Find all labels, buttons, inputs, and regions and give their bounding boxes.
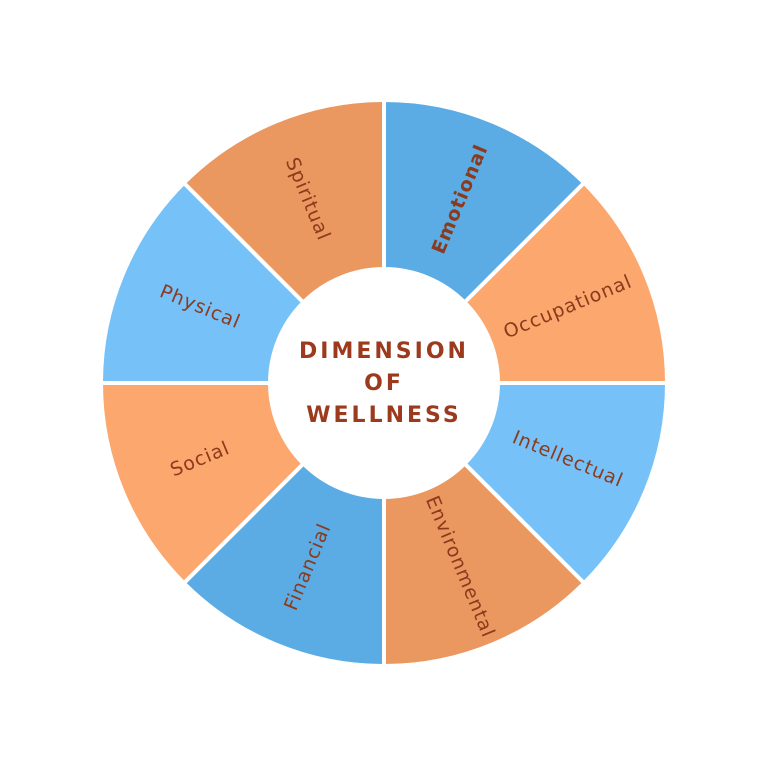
title-line-3: WELLNESS (306, 403, 462, 428)
segment-spiritual (181, 98, 386, 305)
segment-emotional (382, 98, 587, 305)
title-line-2: OF (364, 371, 404, 396)
segment-intellectual (462, 381, 669, 586)
title-line-1: DIMENSION (299, 339, 469, 364)
segment-social (99, 381, 306, 586)
segment-environmental (382, 461, 587, 668)
segment-occupational (462, 180, 669, 385)
wheel-center-title: DIMENSION OF WELLNESS (299, 336, 469, 432)
segment-physical (99, 180, 306, 385)
segment-financial (181, 461, 386, 668)
